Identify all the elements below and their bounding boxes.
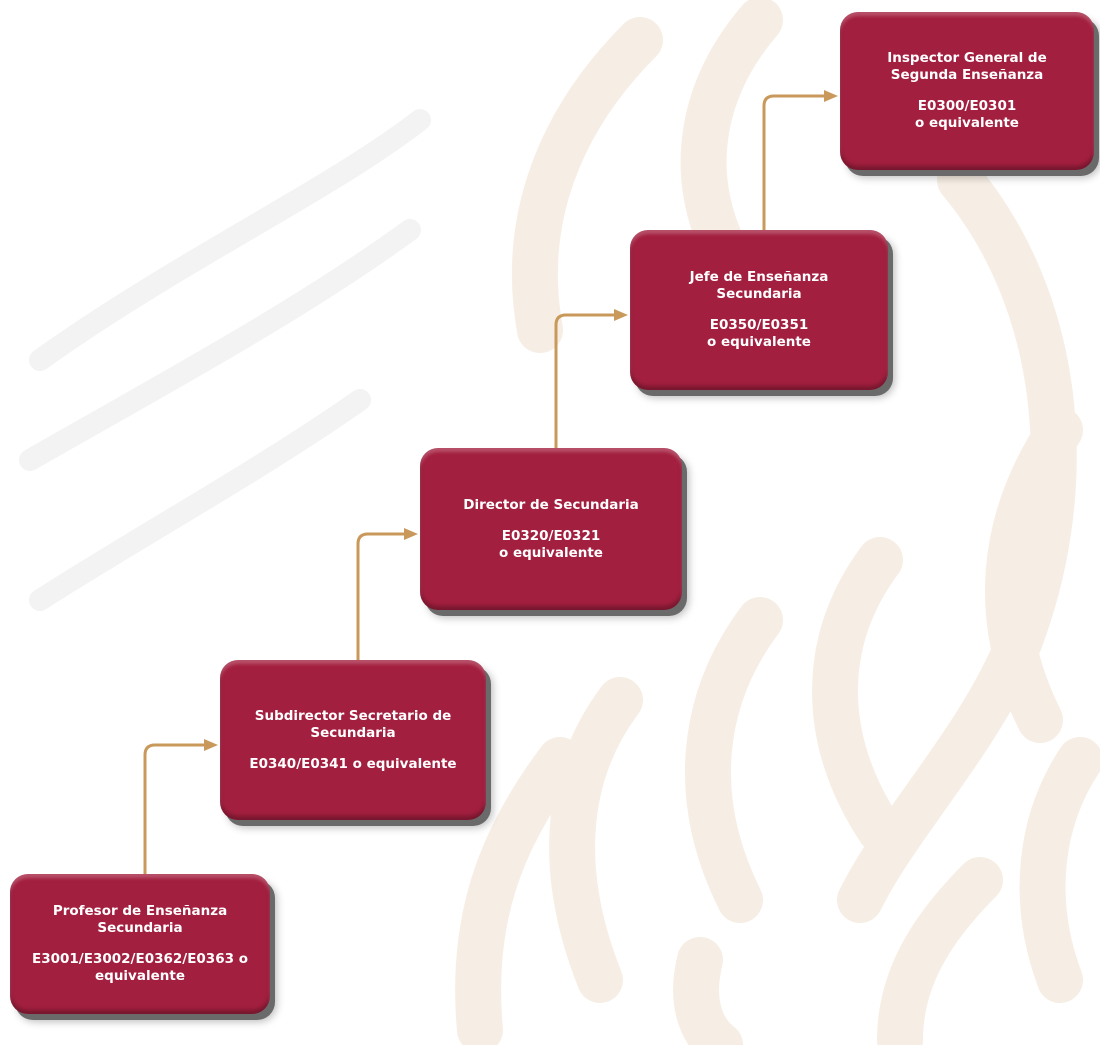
node-subdirector: Subdirector Secretario de Secundaria E03… bbox=[220, 660, 486, 820]
connector-director-jefe bbox=[554, 313, 616, 448]
node-inspector: Inspector General de Segunda Enseñanza E… bbox=[840, 12, 1094, 170]
node-title: Jefe de Enseñanza Secundaria bbox=[689, 269, 829, 302]
edge-layer bbox=[143, 90, 838, 874]
connector-subdirector-director bbox=[356, 532, 406, 660]
connector-jefe-inspector bbox=[762, 94, 826, 230]
node-code: E0340/E0341 o equivalente bbox=[249, 755, 457, 772]
node-code: E0350/E0351 o equivalente bbox=[707, 317, 811, 350]
node-code: E3001/E3002/E0362/E0363 o equivalente bbox=[32, 951, 248, 984]
node-title: Subdirector Secretario de Secundaria bbox=[254, 707, 452, 741]
node-code: E0300/E0301 o equivalente bbox=[915, 98, 1019, 131]
node-jefe: Jefe de Enseñanza Secundaria E0350/E0351… bbox=[630, 230, 888, 390]
node-title: Profesor de Enseñanza Secundaria bbox=[52, 903, 228, 936]
arrowhead-subdirector bbox=[204, 739, 218, 751]
node-director: Director de Secundaria E0320/E0321 o equ… bbox=[420, 448, 682, 610]
node-title: Director de Secundaria bbox=[463, 496, 639, 513]
connector-profesor-subdirector bbox=[143, 743, 206, 874]
arrowhead-jefe bbox=[614, 309, 628, 321]
node-profesor: Profesor de Enseñanza Secundaria E3001/E… bbox=[10, 874, 270, 1014]
arrowhead-director bbox=[404, 528, 418, 540]
node-title: Inspector General de Segunda Enseñanza bbox=[887, 50, 1047, 83]
node-code: E0320/E0321 o equivalente bbox=[499, 527, 603, 561]
arrowhead-inspector bbox=[824, 90, 838, 102]
